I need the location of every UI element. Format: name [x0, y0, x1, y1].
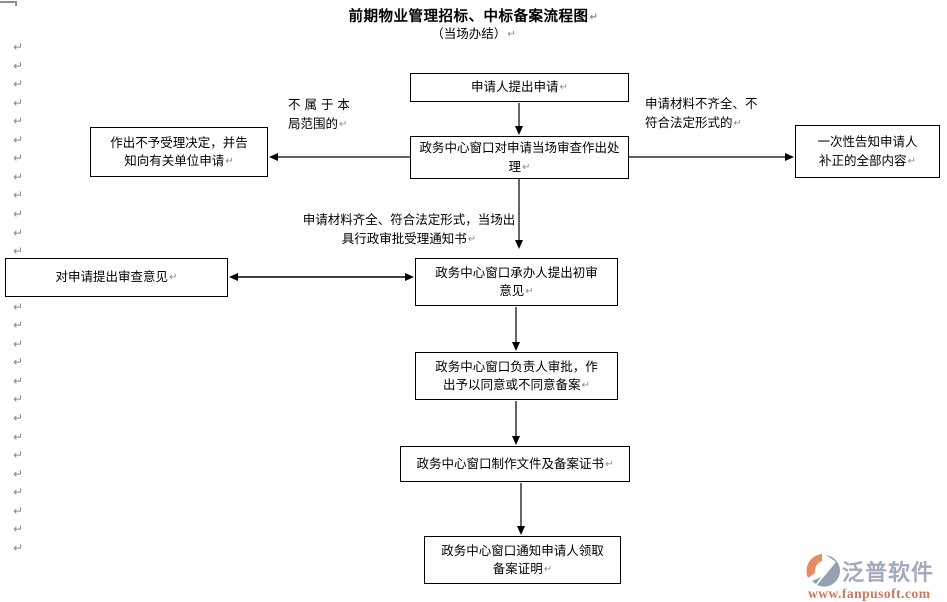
label-materials-incomplete-line2: 符合法定形式的	[645, 114, 733, 130]
paragraph-mark: ↵	[13, 485, 24, 500]
page-title: 前期物业管理招标、中标备案流程图↵	[0, 5, 947, 26]
flow-box-approve-line2: 出予以同意或不同意备案	[443, 377, 581, 392]
flow-box-initial-opinion: 政务中心窗口承办人提出初审 意见↵	[415, 258, 618, 306]
flow-box-collect-line2: 备案证明	[492, 561, 543, 576]
flow-box-make-documents-label: 政务中心窗口制作文件及备案证书	[416, 455, 605, 471]
paragraph-mark: ↵	[13, 58, 24, 73]
flow-box-apply-label: 申请人提出申请	[471, 79, 559, 95]
paragraph-mark: ↵	[13, 225, 24, 240]
arrow-docs-to-collect	[517, 483, 525, 535]
flow-box-collect-certificate: 政务中心窗口通知申请人领取 备案证明↵	[424, 536, 621, 584]
label-not-in-scope: 不 属 于 本 局范围的↵	[288, 96, 380, 134]
flow-box-notify-line1: 一次性告知申请人	[817, 134, 918, 150]
paragraph-mark: ↵	[13, 244, 24, 259]
paragraph-mark: ↵	[13, 522, 24, 537]
paragraph-mark: ↵	[525, 286, 534, 297]
paragraph-mark: ↵	[13, 169, 24, 184]
paragraph-mark: ↵	[13, 336, 24, 351]
paragraph-mark: ↵	[13, 466, 24, 481]
flow-box-reject-line2: 知向有关单位申请	[124, 153, 225, 168]
paragraph-mark: ↵	[13, 540, 24, 555]
flow-box-window-review-line2: 理	[508, 158, 522, 174]
paragraph-mark: ↵	[733, 117, 742, 129]
flow-box-review-opinion: 对申请提出审查意见↵	[5, 258, 228, 297]
flow-box-window-review-line1: 政务中心窗口对申请当场审查作出处	[419, 140, 620, 156]
flow-box-reject-decision: 作出不予受理决定，并告 知向有关单位申请↵	[90, 127, 268, 177]
flow-box-make-documents: 政务中心窗口制作文件及备案证书↵	[400, 446, 630, 482]
paragraph-mark: ↵	[559, 82, 568, 94]
label-materials-complete: 申请材料齐全、符合法定形式，当场出 具行政审批受理通知书↵	[278, 211, 540, 249]
table-corner-mark	[0, 1, 17, 3]
page-subtitle-text: （当场办结）	[431, 26, 507, 41]
paragraph-mark: ↵	[581, 380, 590, 391]
flow-box-apply: 申请人提出申请↵	[410, 73, 629, 102]
paragraph-mark: ↵	[13, 40, 24, 54]
paragraph-mark: ↵	[225, 156, 234, 167]
paragraph-mark: ↵	[13, 318, 24, 333]
paragraph-mark: ↵	[13, 114, 24, 129]
page-title-text: 前期物业管理招标、中标备案流程图	[348, 9, 589, 25]
flow-box-notify-line2: 补正的全部内容	[819, 152, 907, 168]
paragraph-mark: ↵	[13, 503, 24, 518]
paragraph-mark: ↵	[507, 29, 516, 40]
watermark-brand-text: 泛普软件	[842, 561, 935, 586]
flow-box-leader-approval: 政务中心窗口负责人审批，作 出予以同意或不同意备案↵	[415, 352, 618, 400]
paragraph-mark: ↵	[13, 411, 24, 425]
arrow-review-to-notify	[629, 153, 794, 161]
flow-box-initial-line2: 意见	[499, 283, 525, 298]
watermark: 泛普软件 www.fanpusoft.com	[806, 553, 947, 602]
arrow-opinion-initial-bidirectional	[229, 273, 414, 281]
paragraph-mark: ↵	[13, 392, 24, 407]
paragraph-mark: ↵	[467, 233, 477, 245]
page-subtitle: （当场办结）↵	[0, 23, 947, 42]
flow-box-window-review: 政务中心窗口对申请当场审查作出处 理↵	[410, 136, 629, 179]
label-materials-complete-line2: 具行政审批受理通知书	[341, 230, 467, 246]
label-not-in-scope-line2: 局范围的	[288, 115, 339, 131]
flow-box-initial-line1: 政务中心窗口承办人提出初审	[435, 264, 598, 280]
paragraph-mark: ↵	[13, 188, 24, 203]
flow-box-collect-line1: 政务中心窗口通知申请人领取	[441, 542, 604, 558]
watermark-url-text: www.fanpusoft.com	[808, 586, 931, 601]
flow-box-notify-correction: 一次性告知申请人 补正的全部内容↵	[795, 125, 940, 178]
paragraph-mark: ↵	[543, 564, 553, 575]
paragraph-mark: ↵	[13, 373, 24, 388]
paragraph-mark: ↵	[339, 118, 348, 130]
paragraph-mark: ↵	[13, 95, 24, 110]
paragraph-mark: ↵	[13, 299, 24, 314]
flow-box-approve-line1: 政务中心窗口负责人审批，作	[435, 358, 598, 374]
paragraph-mark: ↵	[13, 206, 24, 221]
table-corner-mark-tick	[15, 1, 17, 6]
paragraph-mark: ↵	[13, 429, 24, 444]
paragraph-mark: ↵	[13, 77, 24, 92]
paragraph-mark: ↵	[169, 272, 178, 284]
flow-box-reject-line1: 作出不予受理决定，并告	[110, 134, 248, 150]
paragraph-mark: ↵	[907, 155, 916, 167]
paragraph-mark: ↵	[522, 161, 531, 173]
arrow-apply-to-review	[515, 103, 523, 135]
arrow-review-to-reject	[269, 153, 410, 161]
flow-box-review-opinion-label: 对申请提出审查意见	[55, 269, 169, 285]
arrow-initial-to-approve	[512, 307, 520, 351]
label-materials-complete-line1: 申请材料齐全、符合法定形式，当场出	[302, 212, 516, 227]
paragraph-mark: ↵	[13, 132, 24, 147]
paragraph-mark: ↵	[13, 355, 24, 370]
fanpu-logo-icon	[806, 554, 841, 587]
paragraph-mark: ↵	[589, 12, 599, 23]
arrow-approve-to-docs	[512, 401, 520, 445]
label-materials-incomplete-line1: 申请材料不齐全、不	[645, 96, 758, 111]
label-not-in-scope-line1: 不 属 于 本	[288, 97, 350, 112]
paragraph-mark: ↵	[605, 458, 614, 470]
paragraph-mark: ↵	[13, 448, 24, 463]
label-materials-incomplete: 申请材料不齐全、不 符合法定形式的↵	[645, 95, 775, 133]
paragraph-mark: ↵	[13, 151, 24, 166]
